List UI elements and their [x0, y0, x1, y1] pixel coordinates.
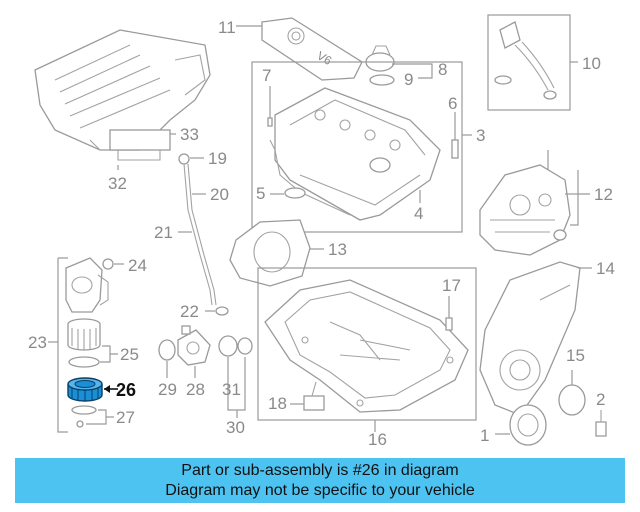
oil-filter-cap-26[interactable]	[67, 377, 103, 402]
valve-cover-gasket[interactable]	[269, 139, 351, 216]
oil-pressure-switch-28[interactable]	[177, 325, 211, 366]
filter-seal-24[interactable]	[102, 258, 114, 270]
front-cover[interactable]	[479, 261, 581, 416]
oil-filler-cap[interactable]	[365, 45, 395, 86]
filter-o-ring-25[interactable]	[68, 356, 100, 368]
oil-filter-group-bracket	[57, 257, 68, 433]
gasket-29[interactable]	[158, 339, 176, 361]
seal-ring-5[interactable]	[284, 187, 306, 199]
oil-dipstick[interactable]	[178, 153, 217, 306]
pulley-bolt[interactable]	[595, 410, 607, 437]
info-banner: Part or sub-assembly is #26 in diagram D…	[15, 458, 625, 503]
oil-filter-housing[interactable]	[65, 257, 109, 313]
valve-cover[interactable]	[274, 87, 441, 221]
crank-pulley[interactable]	[509, 404, 547, 446]
stud-bolt[interactable]	[451, 139, 459, 159]
valve-cover-group-box	[251, 61, 463, 233]
crank-seal[interactable]	[558, 384, 586, 416]
breather-hose[interactable]	[494, 21, 557, 100]
rear-cover[interactable]	[229, 219, 311, 287]
engine-cover[interactable]: V6	[261, 17, 363, 81]
svg-text:V6: V6	[315, 48, 335, 68]
cover-bolt[interactable]	[267, 117, 273, 127]
banner-line-1: Part or sub-assembly is #26 in diagram	[181, 462, 459, 479]
gasket-31-a[interactable]	[218, 335, 238, 357]
oil-filter-element[interactable]	[67, 318, 101, 351]
gasket-31-b[interactable]	[237, 337, 253, 355]
drain-plug-17[interactable]	[445, 317, 453, 331]
oil-pan[interactable]	[264, 279, 469, 413]
timing-chain-cover[interactable]	[479, 164, 571, 256]
filter-cap-seal-27[interactable]	[71, 405, 97, 428]
banner-line-2: Diagram may not be specific to your vehi…	[165, 482, 475, 499]
oil-pan-group-box	[257, 267, 477, 421]
oil-level-sensor[interactable]	[303, 381, 325, 411]
parts-diagram: V6	[34, 14, 607, 446]
intake-manifold[interactable]	[34, 29, 211, 161]
dipstick-tube-clip[interactable]	[215, 306, 229, 316]
